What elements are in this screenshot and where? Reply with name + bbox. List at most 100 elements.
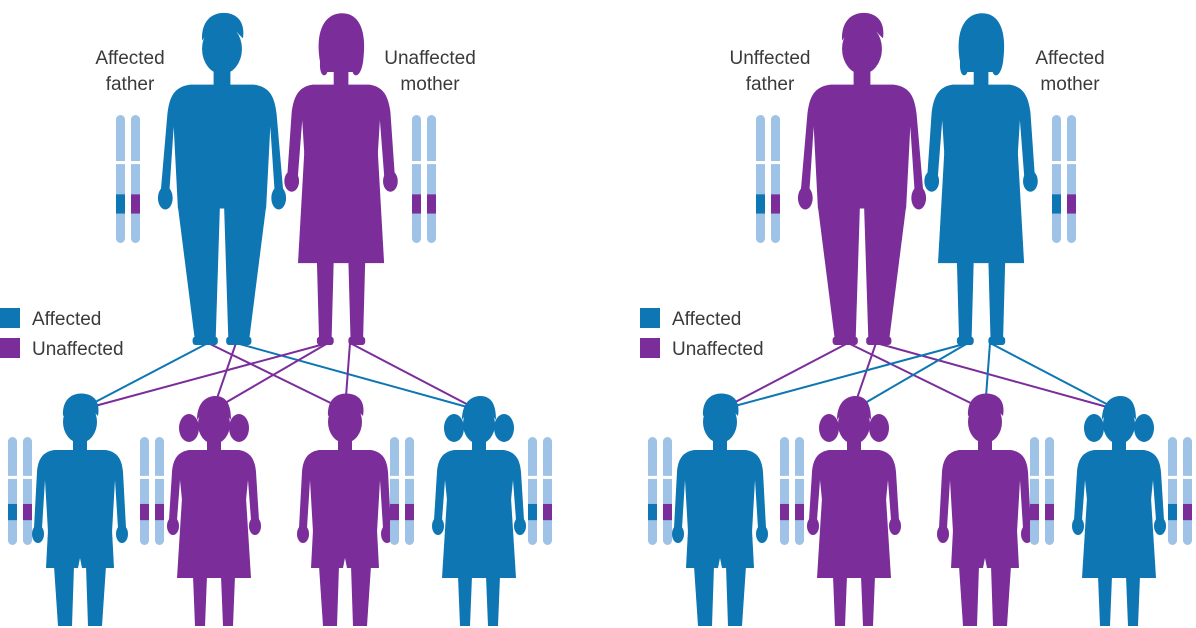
child-4-chromosomes	[1167, 437, 1193, 545]
centromere	[130, 161, 141, 165]
gene-band	[155, 503, 164, 521]
child-4-chromosomes	[527, 437, 553, 545]
centromere	[115, 161, 126, 165]
centromere	[794, 475, 805, 479]
legend-label-unaffected: Unaffected	[32, 339, 124, 360]
inheritance-line	[875, 342, 1119, 411]
chromosome	[1183, 437, 1192, 545]
centromere	[647, 475, 658, 479]
inheritance-line	[349, 342, 479, 411]
centromere	[542, 475, 553, 479]
legend-swatch-affected	[640, 308, 660, 328]
gene-band	[427, 194, 436, 214]
child-1-chromosomes	[7, 437, 33, 545]
inheritance-line	[207, 342, 346, 411]
mother-chromosomes	[1051, 115, 1077, 243]
chromosome	[795, 437, 804, 545]
gene-band	[140, 503, 149, 521]
child-1-chromosomes	[647, 437, 673, 545]
legend-label-affected: Affected	[32, 309, 101, 330]
legend-swatch-affected	[0, 308, 20, 328]
centromere	[404, 475, 415, 479]
gene-band	[405, 503, 414, 521]
centromere	[1182, 475, 1193, 479]
chromosome	[648, 437, 657, 545]
centromere	[1044, 475, 1055, 479]
chromosome	[405, 437, 414, 545]
inheritance-line	[235, 342, 479, 411]
child-3-boy-figure	[937, 393, 1033, 626]
child-4-girl-figure	[432, 396, 526, 626]
inheritance-line	[852, 342, 969, 411]
chromosome	[1067, 115, 1076, 243]
gene-band	[8, 503, 17, 521]
gene-band	[663, 503, 672, 521]
mother-figure	[284, 13, 398, 346]
child-3-chromosomes	[1029, 437, 1055, 545]
chromosome	[1030, 437, 1039, 545]
child-3-chromosomes	[389, 437, 415, 545]
gene-band	[1030, 503, 1039, 521]
centromere	[527, 475, 538, 479]
centromere	[22, 475, 33, 479]
gene-band	[1045, 503, 1054, 521]
inheritance-line	[79, 342, 209, 411]
father-figure	[157, 12, 287, 346]
chromosome	[131, 115, 140, 243]
centromere	[1066, 161, 1077, 165]
chromosome	[663, 437, 672, 545]
chromosome	[412, 115, 421, 243]
gene-band	[1183, 503, 1192, 521]
inheritance-line	[79, 342, 329, 411]
inheritance-line	[847, 342, 986, 411]
centromere	[139, 475, 150, 479]
chromosome	[756, 115, 765, 243]
gene-band	[1168, 503, 1177, 521]
chromosome	[23, 437, 32, 545]
centromere	[7, 475, 18, 479]
legend-swatch-unaffected	[640, 338, 660, 358]
gene-band	[1052, 194, 1061, 214]
centromere	[389, 475, 400, 479]
gene-band	[412, 194, 421, 214]
inheritance-line	[989, 342, 1119, 411]
gene-band	[771, 194, 780, 214]
father-figure	[797, 12, 927, 346]
chromosome	[116, 115, 125, 243]
chromosome	[155, 437, 164, 545]
chromosome	[1168, 437, 1177, 545]
chromosome	[1052, 115, 1061, 243]
chromosome	[390, 437, 399, 545]
chromosome	[780, 437, 789, 545]
centromere	[1029, 475, 1040, 479]
gene-band	[543, 503, 552, 521]
gene-band	[795, 503, 804, 521]
centromere	[755, 161, 766, 165]
chromosome	[543, 437, 552, 545]
inheritance-line	[719, 342, 969, 411]
legend-label-unaffected: Unaffected	[672, 339, 764, 360]
gene-band	[1067, 194, 1076, 214]
centromere	[779, 475, 790, 479]
chromosome	[140, 437, 149, 545]
inheritance-line	[719, 342, 849, 411]
legend-swatch-unaffected	[0, 338, 20, 358]
child-2-chromosomes	[779, 437, 805, 545]
mother-chromosomes	[411, 115, 437, 243]
gene-band	[648, 503, 657, 521]
father-chromosomes	[115, 115, 141, 243]
centromere	[662, 475, 673, 479]
centromere	[770, 161, 781, 165]
legend-label-affected: Affected	[672, 309, 741, 330]
inheritance-line	[212, 342, 329, 411]
centromere	[154, 475, 165, 479]
chromosome	[8, 437, 17, 545]
centromere	[411, 161, 422, 165]
